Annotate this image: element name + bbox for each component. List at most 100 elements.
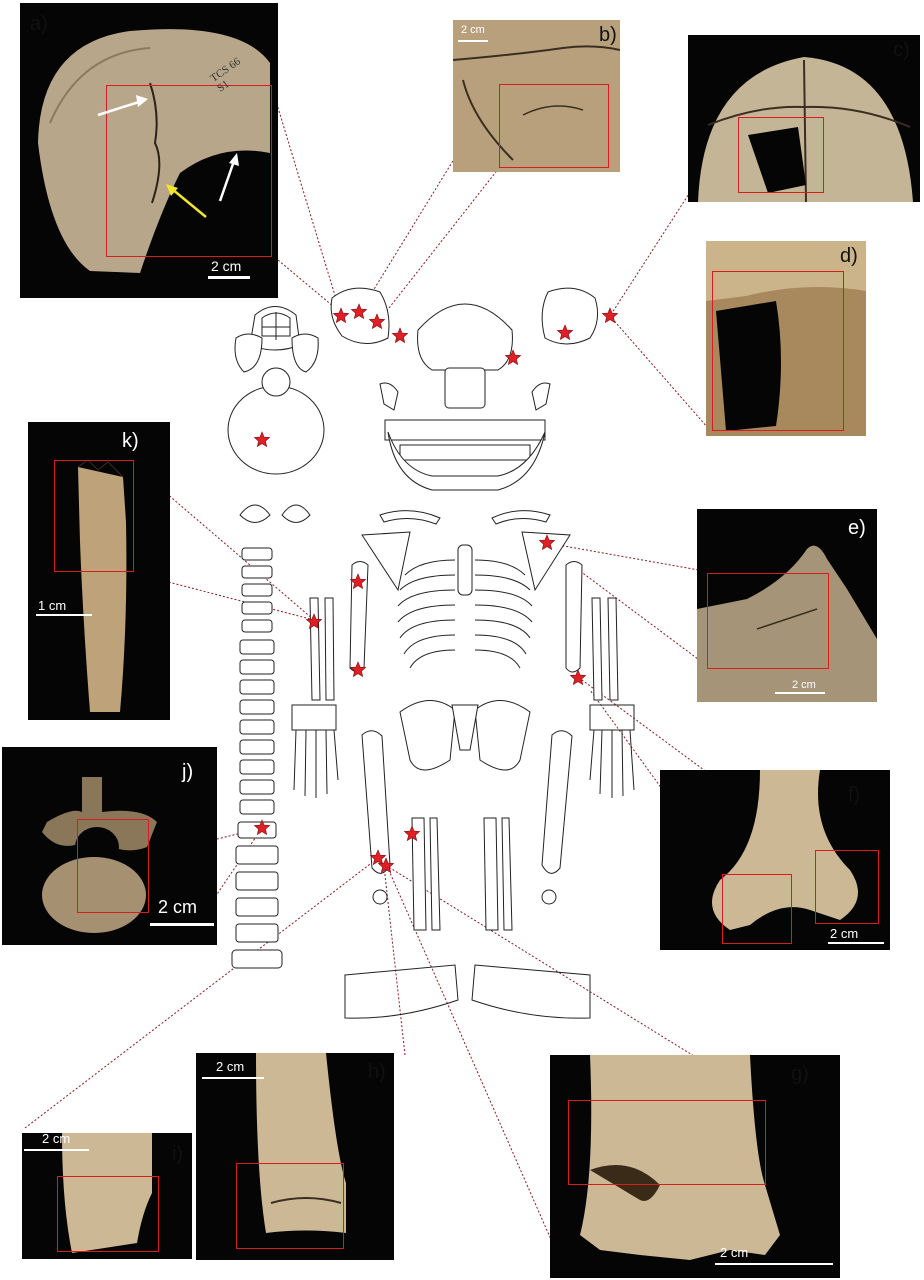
panel-label-k: k) bbox=[122, 430, 139, 452]
parietal-photo bbox=[453, 20, 620, 172]
scale-bar-k bbox=[36, 614, 92, 616]
scale-bar-b bbox=[458, 40, 488, 42]
cranium-front bbox=[417, 303, 513, 371]
panel-label-d: d) bbox=[840, 245, 858, 267]
cranial-vault-photo bbox=[698, 57, 913, 202]
skull-fragment-photo bbox=[38, 29, 270, 274]
photo-panel-g: g) 2 cm bbox=[550, 1055, 840, 1278]
panel-label-g: g) bbox=[791, 1063, 809, 1085]
photo-panel-a: a) 2 cm TCS 66 S1 bbox=[20, 3, 278, 298]
scale-label-f: 2 cm bbox=[830, 926, 859, 941]
highlight-box bbox=[712, 271, 844, 431]
scale-label-i: 2 cm bbox=[42, 1133, 71, 1146]
arrows bbox=[97, 95, 239, 218]
scapula-photo bbox=[697, 545, 877, 702]
highlight-box bbox=[707, 573, 829, 669]
photo-panel-h: h) 2 cm bbox=[196, 1053, 394, 1260]
highlight-box bbox=[815, 850, 879, 924]
lesion-marker-star bbox=[504, 349, 522, 366]
femur-left bbox=[541, 730, 573, 874]
photo-panel-b: b) 2 cm bbox=[453, 20, 620, 172]
scale-bar-h bbox=[202, 1077, 264, 1079]
photo-panel-d: d) bbox=[706, 241, 866, 436]
panel-label-c: c) bbox=[893, 39, 910, 61]
radius-left bbox=[591, 597, 603, 701]
lesion-marker-star bbox=[350, 303, 368, 320]
lesion-marker-star bbox=[305, 613, 323, 630]
scale-bar-a bbox=[208, 276, 250, 279]
panel-label-f: f) bbox=[848, 784, 861, 806]
highlight-box bbox=[54, 460, 134, 572]
fibula-photo bbox=[62, 1133, 152, 1253]
tibia-left bbox=[483, 817, 499, 931]
scale-label-h: 2 cm bbox=[216, 1059, 245, 1074]
mandible bbox=[387, 431, 546, 491]
lesion-marker-star bbox=[538, 534, 556, 551]
highlight-box bbox=[236, 1163, 344, 1249]
photo-panel-j: j) 2 cm bbox=[2, 747, 217, 945]
lesion-marker-star bbox=[556, 324, 574, 341]
clavicle-right bbox=[379, 510, 441, 525]
lesion-marker-star bbox=[349, 573, 367, 590]
highlight-box bbox=[77, 819, 149, 913]
lesion-marker-star bbox=[349, 661, 367, 678]
photo-panel-e: e) 2 cm bbox=[697, 509, 877, 702]
highlight-box bbox=[568, 1100, 766, 1185]
photo-panel-c: c) bbox=[688, 35, 920, 202]
scale-label-b: 2 cm bbox=[461, 24, 485, 36]
scale-bar-e bbox=[775, 692, 825, 694]
radius-photo bbox=[77, 459, 127, 712]
highlight-box bbox=[499, 84, 609, 168]
femur-right bbox=[361, 730, 391, 874]
lesion-marker-star bbox=[377, 857, 395, 874]
scale-label-a: 2 cm bbox=[211, 258, 242, 274]
highlight-box bbox=[722, 874, 792, 944]
foot-right bbox=[344, 964, 459, 1019]
lesion-marker-star bbox=[253, 431, 271, 448]
lesion-marker-star bbox=[332, 307, 350, 324]
highlight-box bbox=[738, 117, 824, 193]
scale-bar-g bbox=[715, 1263, 833, 1265]
lesion-marker-star bbox=[391, 327, 409, 344]
occipital bbox=[227, 385, 325, 475]
photo-panel-k: k) 1 cm bbox=[28, 422, 170, 720]
clavicle-left bbox=[491, 510, 551, 525]
scale-label-j: 2 cm bbox=[158, 897, 198, 917]
panel-label-i: i) bbox=[172, 1143, 184, 1165]
photo-panel-f: f) 2 cm bbox=[660, 770, 890, 950]
femur-distal-photo bbox=[580, 1055, 780, 1260]
humerus-distal-photo bbox=[712, 770, 858, 930]
scale-label-e: 2 cm bbox=[792, 679, 816, 691]
tibia-right bbox=[411, 817, 427, 931]
foot-left bbox=[471, 964, 591, 1019]
photo-panel-i: i) 2 cm bbox=[22, 1133, 192, 1259]
lesion-marker-star bbox=[403, 825, 421, 842]
lesion-marker-star bbox=[569, 669, 587, 686]
scale-bar-j bbox=[150, 923, 214, 926]
lesion-marker-star bbox=[369, 849, 387, 866]
panel-label-j: j) bbox=[182, 761, 194, 783]
scapula-left bbox=[521, 531, 571, 592]
panel-label-a: a) bbox=[30, 13, 48, 35]
temporal-left bbox=[541, 287, 599, 345]
scale-bar-f bbox=[828, 942, 884, 944]
lesion-marker-star bbox=[601, 307, 619, 324]
vertebra-photo bbox=[42, 777, 157, 933]
scale-label-g: 2 cm bbox=[720, 1245, 749, 1260]
panel-label-b: b) bbox=[599, 24, 617, 46]
highlight-box bbox=[57, 1176, 159, 1252]
lesion-marker-star bbox=[368, 313, 386, 330]
pelvis-left bbox=[474, 700, 531, 771]
scale-label-k: 1 cm bbox=[38, 598, 67, 613]
lesion-marker-star bbox=[253, 819, 271, 836]
highlight-box bbox=[106, 85, 272, 257]
humerus-left bbox=[565, 561, 583, 673]
scapula-right bbox=[361, 531, 411, 592]
panel-label-e: e) bbox=[848, 517, 866, 539]
pelvis-right bbox=[399, 700, 456, 771]
scale-bar-i bbox=[24, 1149, 89, 1151]
radius-right bbox=[309, 597, 321, 701]
tibia-proximal-photo bbox=[256, 1053, 346, 1233]
panel-label-h: h) bbox=[368, 1061, 386, 1083]
